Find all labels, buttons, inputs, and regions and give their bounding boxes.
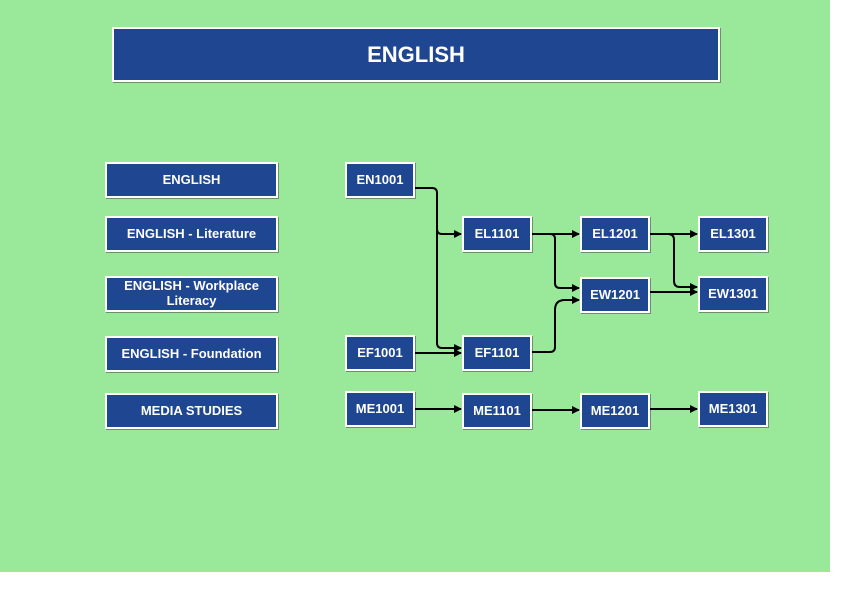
arrow-en1001-ef1101	[436, 229, 462, 352]
course-me1201: ME1201	[580, 393, 650, 429]
course-en1001: EN1001	[345, 162, 415, 198]
page-title: ENGLISH	[112, 27, 720, 82]
course-ef1001: EF1001	[345, 335, 415, 371]
course-ew1201: EW1201	[580, 277, 650, 313]
legend-english-literature: ENGLISH - Literature	[105, 216, 278, 252]
arrow-ef1101-ew1201	[532, 296, 580, 353]
course-ew1301: EW1301	[698, 276, 768, 312]
legend-media-studies: MEDIA STUDIES	[105, 393, 278, 429]
legend-english: ENGLISH	[105, 162, 278, 198]
arrow-en1001-el1101	[415, 187, 462, 238]
course-el1101: EL1101	[462, 216, 532, 252]
course-me1001: ME1001	[345, 391, 415, 427]
course-el1301: EL1301	[698, 216, 768, 252]
course-me1301: ME1301	[698, 391, 768, 427]
course-el1201: EL1201	[580, 216, 650, 252]
legend-english-workplace-literacy: ENGLISH - Workplace Literacy	[105, 276, 278, 312]
course-ef1101: EF1101	[462, 335, 532, 371]
course-me1101: ME1101	[462, 393, 532, 429]
arrow-el1201-ew1301	[667, 233, 698, 291]
legend-english-foundation: ENGLISH - Foundation	[105, 336, 278, 372]
arrow-el1101-ew1201	[549, 233, 580, 292]
